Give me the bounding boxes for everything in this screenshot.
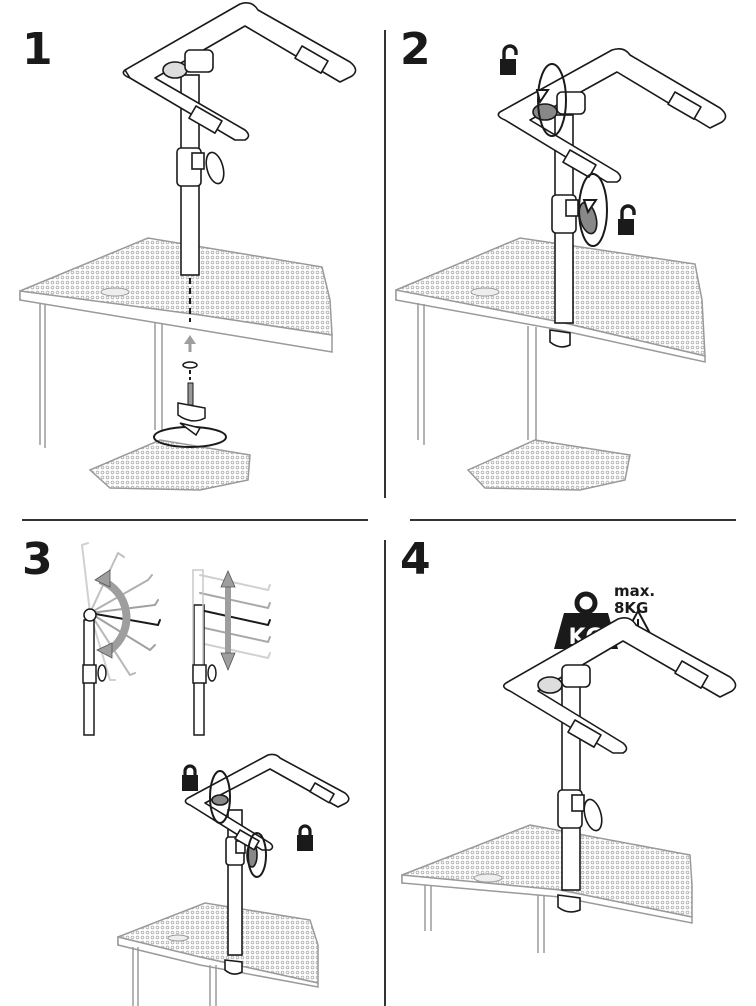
step-1-illustration [19,2,357,491]
laptop-platform [497,48,727,183]
step-3-number: 3 [22,534,53,585]
washer [182,361,198,369]
step-2-panel: 2 [380,0,756,500]
step-4-illustration: KG [401,591,737,953]
vertical-divider-bottom [384,540,386,1006]
horizontal-divider-left [22,519,368,521]
step-2-illustration [395,44,727,491]
step-3-illustration [80,542,350,1006]
step-1-number: 1 [22,24,53,75]
up-arrow-icon [184,335,196,352]
horizontal-divider-right [410,519,736,521]
step-1-panel: 1 [0,0,380,500]
step-4-number: 4 [400,534,431,585]
clamp-bolt [177,382,206,422]
desk-lower-shelf [88,439,251,491]
desk-legs [132,947,217,1006]
unlocked-padlock-icon [616,204,636,237]
step-2-number: 2 [400,24,431,75]
stand-pole [549,114,598,348]
locked-padlock-icon [295,824,315,853]
step-3-panel: 3 [0,525,380,1006]
unlocked-padlock-icon [498,44,518,77]
laptop-platform [502,617,737,754]
stand-pole [176,74,225,276]
desk-surface [395,237,706,363]
desk-legs [39,303,163,448]
vertical-divider-top [384,30,386,498]
rotate-arrow-icon [153,422,227,448]
tilt-angle-diagram [80,542,161,736]
rotate-arrow-icon [578,173,608,247]
up-down-arrow-icon [220,570,236,672]
desk-legs [424,885,545,953]
desk-surface [19,237,333,353]
desk-legs [417,303,537,445]
rotate-arrow-icon [535,63,567,137]
max-load-value: 8KG [614,599,649,617]
locked-padlock-icon [180,764,200,793]
max-label: max. [614,582,656,600]
laptop-platform [122,2,357,141]
desk-lower-shelf [466,439,631,491]
desk-surface [401,824,693,924]
height-adjust-diagram [192,569,271,736]
rotate-arrow-icon [209,770,267,878]
desk-surface [117,902,319,988]
max-load-label: max. 8KG [614,583,655,617]
stand-pole [224,809,258,975]
step-4-panel: 4 KG [380,525,756,1006]
